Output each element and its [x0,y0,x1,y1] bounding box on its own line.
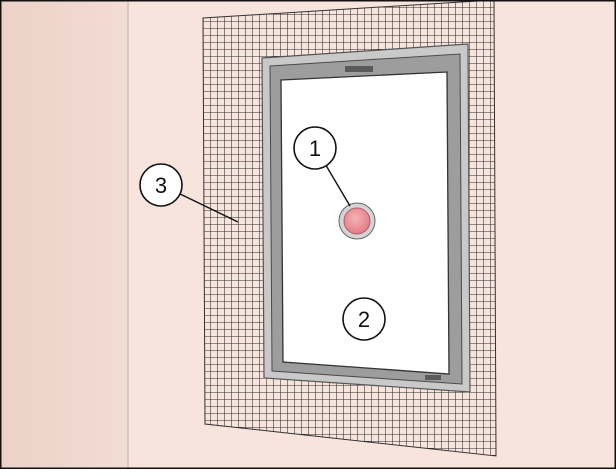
wall-left [0,0,128,469]
leader-line-3 [175,191,239,223]
frame-latch-top [345,66,373,72]
callout-2-label: 2 [358,307,370,332]
leader-line-1 [323,161,351,207]
callout-1: 1 [293,126,337,170]
callout-2: 2 [342,297,386,341]
callout-3: 3 [139,163,183,207]
callout-1-label: 1 [309,136,321,161]
push-button [343,207,371,235]
callout-3-label: 3 [155,173,167,198]
frame-latch-bottom [425,375,441,380]
